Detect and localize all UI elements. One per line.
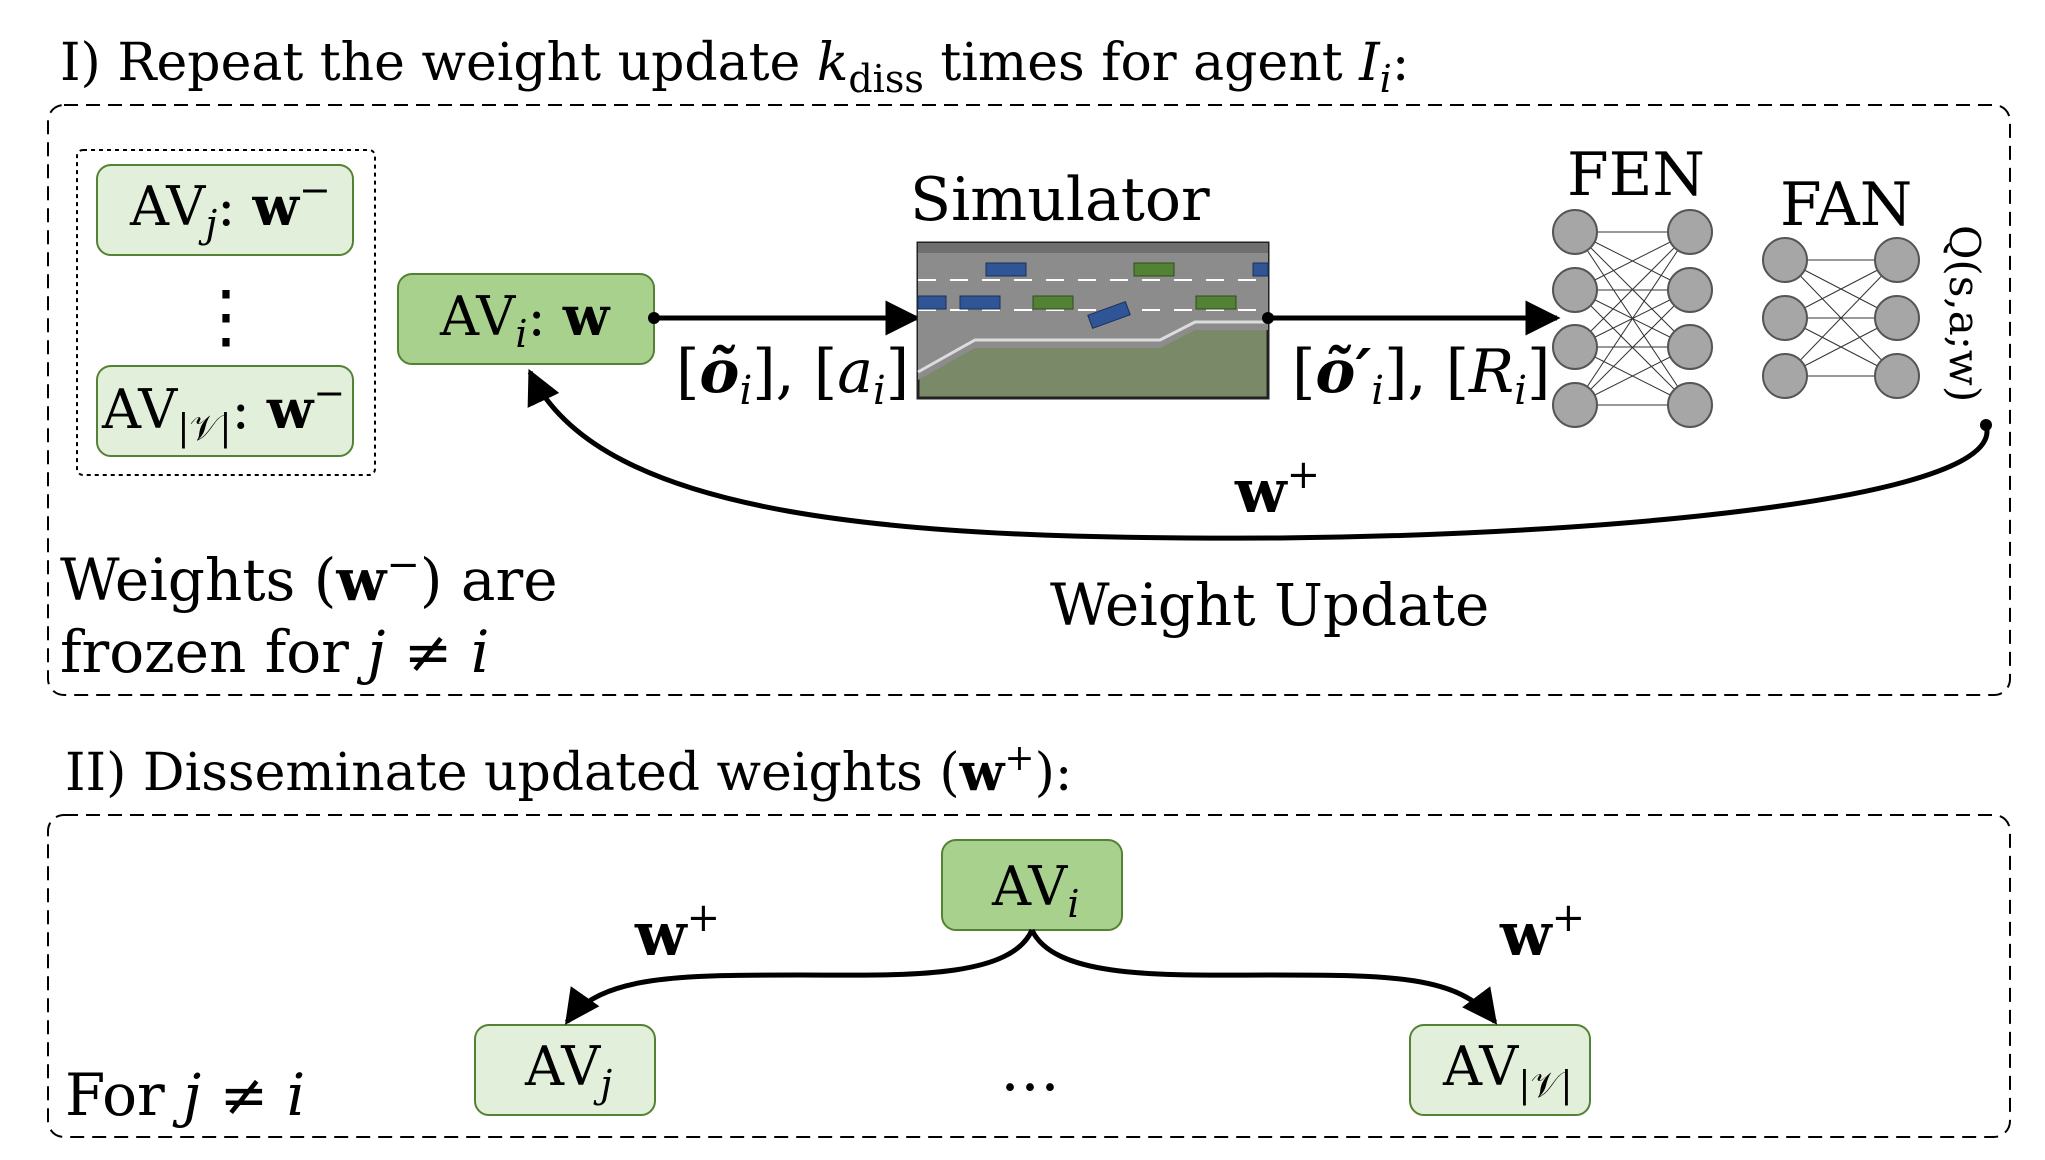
target-agent-label-j: AVj [524, 1035, 612, 1106]
target-agent-label-v: AV|𝒱| [1442, 1035, 1573, 1106]
right-arrow-label: w+ [1499, 895, 1585, 970]
disseminate-right-arrow [1029, 928, 1498, 1025]
frozen-agent-label-v: AV|𝒱|: w− [101, 371, 345, 449]
vertical-ellipsis: ⋮ [191, 275, 261, 357]
section1-title: I) Repeat the weight update kdiss times … [60, 33, 1409, 101]
fen-node [1667, 382, 1713, 428]
frozen-note-line1: Weights (w−) are [60, 542, 558, 614]
horizontal-ellipsis: … [1000, 1035, 1060, 1105]
fan-node [1762, 353, 1808, 399]
fen-node [1667, 324, 1713, 370]
frozen-agent-box-v [96, 365, 354, 457]
update-arrow-label: w+ [1234, 452, 1320, 527]
weight-update-arrow [527, 368, 1990, 541]
fen-node [1552, 267, 1598, 313]
fan-label: FAN [1780, 170, 1912, 240]
section2-note: For j ≠ i [65, 1061, 305, 1129]
fen-edges [1574, 231, 1691, 406]
active-agent-label: AVi: w [439, 284, 611, 356]
disseminate-left-arrow [564, 928, 1035, 1025]
source-agent-label: AVi [991, 855, 1079, 926]
frozen-agents-group [76, 149, 376, 476]
fen-node [1552, 382, 1598, 428]
target-agent-box-v [1409, 1024, 1591, 1116]
q-value-label: Q(s,a;w) [1940, 225, 1989, 402]
section2-frame [47, 814, 2011, 1138]
fen-node [1667, 209, 1713, 255]
obs-action-label: [õi], [ai] [676, 337, 909, 414]
simulator-label: Simulator [910, 165, 1210, 235]
obs-reward-label: [õ′i], [Ri] [1292, 337, 1550, 414]
fen-node [1552, 209, 1598, 255]
fen-network [1552, 209, 1713, 428]
fan-node [1874, 353, 1920, 399]
section2-title: II) Disseminate updated weights (w+): [65, 738, 1072, 803]
target-agent-box-j [474, 1024, 656, 1116]
simulator-image [916, 241, 1270, 400]
fan-node [1762, 237, 1808, 283]
fan-node [1874, 237, 1920, 283]
frozen-note-line2: frozen for j ≠ i [60, 618, 489, 686]
fen-node [1552, 324, 1598, 370]
fen-label: FEN [1567, 140, 1705, 210]
fan-node [1762, 295, 1808, 341]
frozen-agent-label-j: AVj: w− [129, 168, 331, 246]
weight-update-label: Weight Update [1050, 571, 1489, 639]
fen-node [1667, 267, 1713, 313]
fan-node [1874, 295, 1920, 341]
frozen-agent-box-j [96, 164, 354, 256]
section1-frame [47, 104, 2011, 696]
fan-network [1762, 237, 1920, 399]
left-arrow-label: w+ [634, 895, 720, 970]
